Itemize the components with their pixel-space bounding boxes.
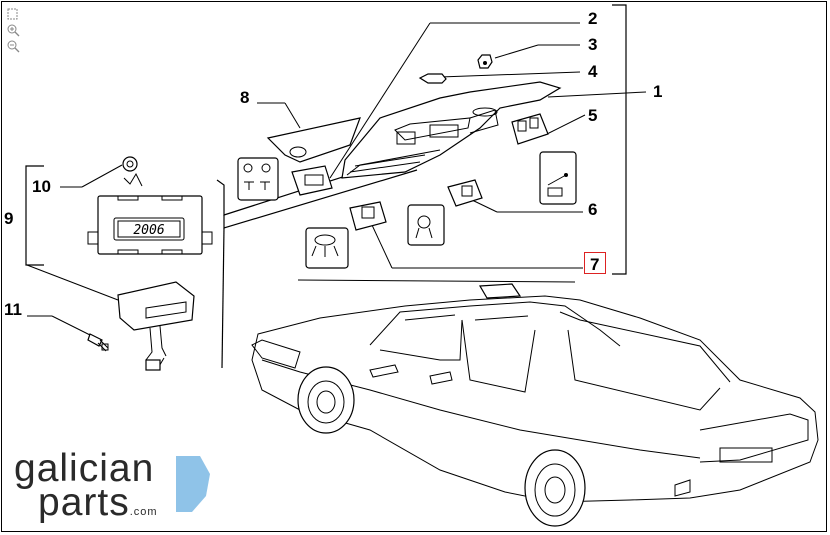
logo-accent-shape <box>176 456 210 512</box>
callout-9: 9 <box>4 209 13 228</box>
callout-8: 8 <box>240 88 249 107</box>
part-7-switch <box>305 201 387 269</box>
zoom-in-button[interactable] <box>6 23 20 37</box>
part-3-clip <box>477 54 493 69</box>
callout-10: 10 <box>32 177 51 196</box>
fullscreen-button[interactable] <box>6 7 20 21</box>
zoom-out-icon <box>7 40 20 53</box>
zoom-in-icon <box>7 24 20 37</box>
callout-11: 11 <box>4 300 22 319</box>
part-9-clock: 2006 <box>87 195 213 371</box>
car-illustration <box>251 279 819 527</box>
part-4-bulb <box>418 73 447 84</box>
callout-1: 1 <box>653 82 662 101</box>
logo-line-1: galician <box>14 447 155 490</box>
callout-3: 3 <box>588 35 597 54</box>
part-8-cover <box>237 117 361 201</box>
callout-5: 5 <box>588 106 597 125</box>
callout-7: 7 <box>590 255 599 274</box>
logo-line-2: parts <box>38 481 130 524</box>
part-1-roof-console <box>341 81 562 179</box>
part-2-edge <box>346 149 441 176</box>
fullscreen-icon <box>7 8 18 20</box>
zoom-out-button[interactable] <box>6 39 20 53</box>
part-10-knob <box>122 156 143 187</box>
clock-display: 2006 <box>133 223 164 238</box>
logo-domain: .com <box>129 506 158 518</box>
callout-4: 4 <box>588 62 598 81</box>
part-6-switch <box>407 179 483 246</box>
galician-parts-logo: galician parts.com <box>14 447 214 524</box>
part-5-switch <box>511 113 577 205</box>
zoom-bracket-bottom <box>221 227 225 369</box>
callout-2: 2 <box>588 9 597 28</box>
part-11-screw <box>87 333 109 352</box>
group-bracket-left <box>25 165 44 266</box>
callout-6: 6 <box>588 200 597 219</box>
zoom-toolbar <box>6 7 22 55</box>
group-bracket-right <box>612 4 627 275</box>
highlight-box-callout-7 <box>584 252 606 274</box>
